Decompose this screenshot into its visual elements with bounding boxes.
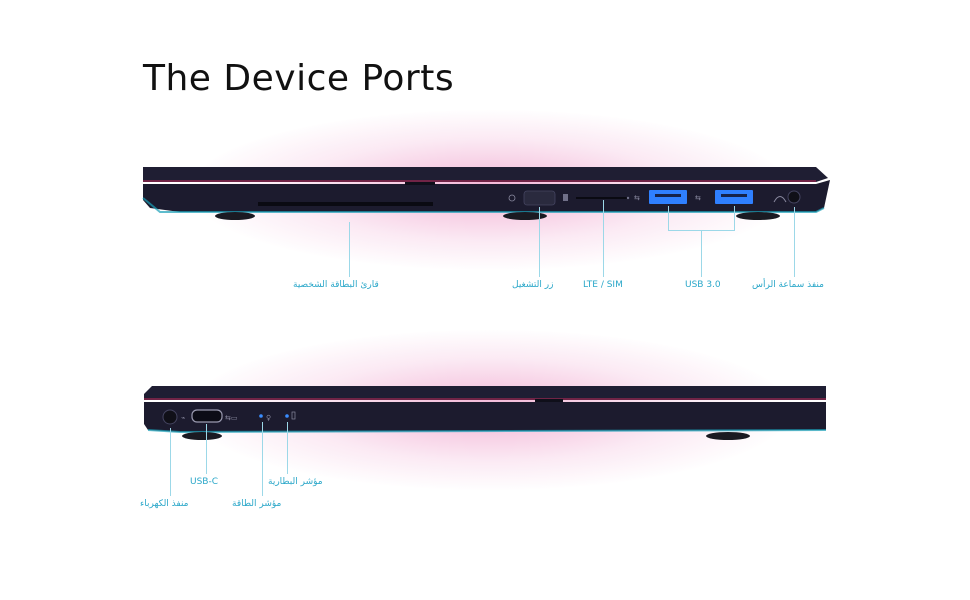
laptop-right-side: ⇆ ⇆ [142, 167, 830, 220]
svg-text:⇆▭: ⇆▭ [225, 414, 237, 422]
label-headphone: منفذ سماعة الرأس [752, 280, 824, 290]
card-reader-slot [258, 202, 433, 206]
headphone-jack [787, 190, 801, 204]
label-power-button: زر التشغيل [512, 280, 554, 290]
page-title: The Device Ports [143, 58, 455, 99]
label-power-port: منفذ الكهرباء [140, 499, 189, 509]
label-lte-sim: LTE / SIM [583, 280, 623, 290]
usb3-bracket-left [668, 206, 669, 230]
usb3-bracket-right [734, 206, 735, 230]
sim-leader [603, 200, 604, 277]
power-jack [162, 409, 178, 425]
usb-c-leader [206, 424, 207, 474]
battery-led [285, 414, 289, 418]
power-indicator-leader [262, 422, 263, 496]
power-button [523, 190, 556, 206]
laptop-left-side: ⌁ ⇆▭ ♀ [144, 386, 827, 440]
label-card-reader: قارئ البطاقة الشخصية [293, 280, 379, 290]
power-port-leader [170, 428, 171, 496]
power-led [259, 414, 263, 418]
usb3-leader [701, 230, 702, 277]
card-reader-leader [349, 222, 350, 277]
headphone-leader [794, 207, 795, 277]
label-power-indicator: مؤشر الطاقة [232, 499, 282, 509]
svg-text:⌁: ⌁ [181, 414, 185, 422]
svg-text:⇆: ⇆ [634, 194, 640, 202]
label-battery-indicator: مؤشر البطارية [268, 477, 323, 487]
power-button-leader [539, 207, 540, 277]
usb-c-port [191, 409, 223, 423]
label-usb3: USB 3.0 [685, 280, 721, 290]
label-usb-c: USB-C [190, 477, 219, 487]
sim-slot [576, 197, 628, 199]
svg-text:⇆: ⇆ [695, 194, 701, 202]
svg-text:♀: ♀ [266, 414, 271, 422]
battery-indicator-leader [287, 422, 288, 474]
